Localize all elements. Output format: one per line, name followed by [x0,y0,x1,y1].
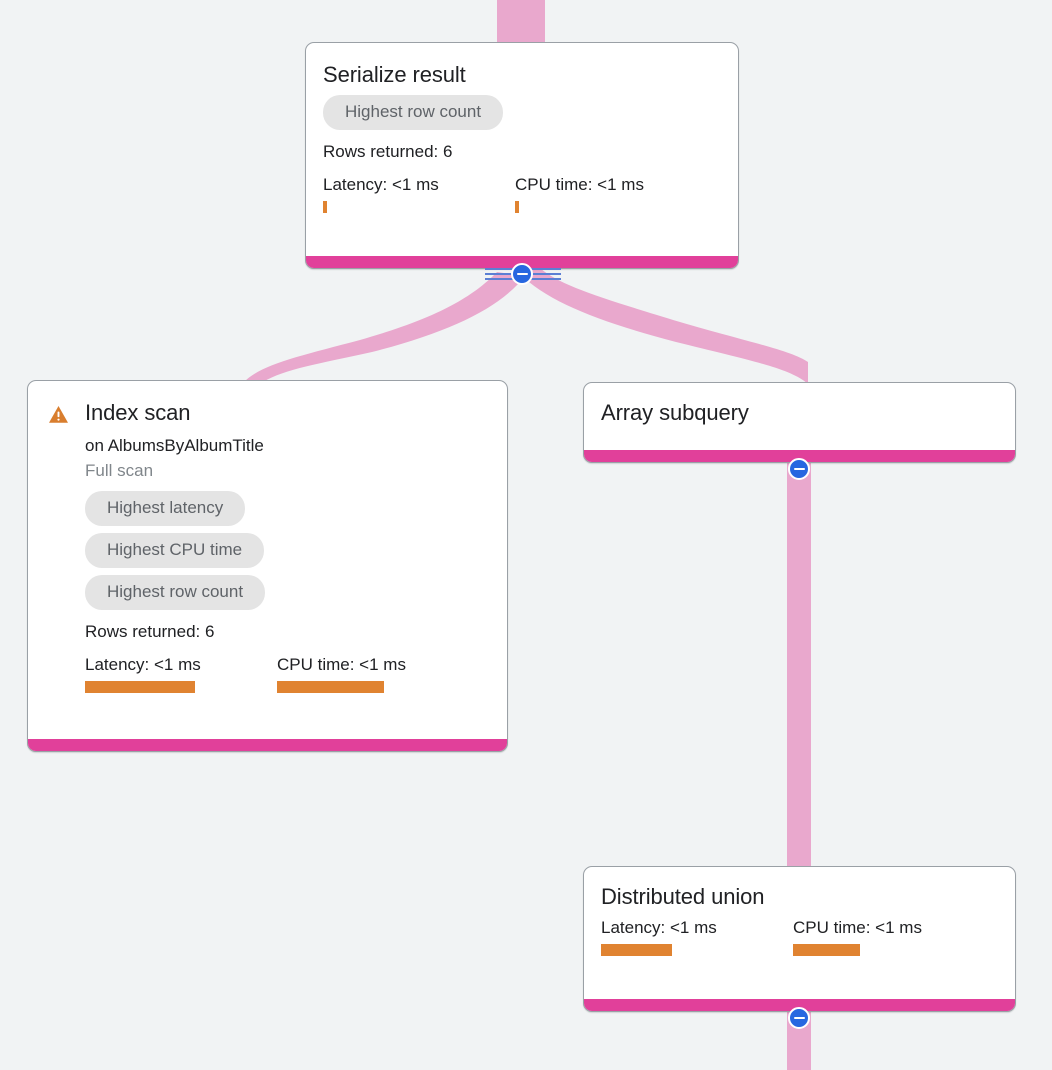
node-accent-footer [28,739,507,751]
collapse-button-serialize-result[interactable] [511,263,533,285]
metric-cpu-time: CPU time: <1 ms [515,174,644,213]
minus-circle-icon [793,1016,805,1020]
node-subtitle: on AlbumsByAlbumTitle [85,436,264,455]
node-body: Array subquery [584,383,1015,427]
node-title-row: Index scan on AlbumsByAlbumTitle Full sc… [48,399,490,693]
metric-latency-bar [323,201,327,213]
insight-chip-list: Highest row count [323,95,721,137]
node-accent-footer [584,999,1015,1011]
metric-cpu-time: CPU time: <1 ms [277,654,406,693]
node-body: Serialize result Highest row count Rows … [306,43,738,223]
insight-chip-highest-row-count[interactable]: Highest row count [85,575,266,610]
metric-cpu-time-label: CPU time: <1 ms [515,175,644,194]
node-subtitle-scan-type: Full scan [85,461,154,480]
node-body: Distributed union Latency: <1 ms CPU tim… [584,867,1015,966]
metric-latency: Latency: <1 ms [85,654,277,693]
node-title-row: Serialize result [323,61,721,89]
metrics-row: Latency: <1 ms CPU time: <1 ms [601,917,998,956]
node-distributed-union[interactable]: Distributed union Latency: <1 ms CPU tim… [583,866,1016,1012]
insight-chip-highest-row-count[interactable]: Highest row count [323,95,504,130]
metric-cpu-time-bar [277,681,384,693]
node-accent-footer [584,450,1015,462]
rows-returned-text: Rows returned: 6 [323,142,453,161]
metric-latency: Latency: <1 ms [601,917,793,956]
metric-cpu-time-bar [793,944,860,956]
metrics-row: Latency: <1 ms CPU time: <1 ms [85,654,406,693]
metric-latency-label: Latency: <1 ms [601,918,717,937]
node-body: Index scan on AlbumsByAlbumTitle Full sc… [28,381,507,703]
metric-cpu-time-label: CPU time: <1 ms [277,655,406,674]
insight-chip-highest-cpu-time[interactable]: Highest CPU time [85,533,265,568]
metric-cpu-time-label: CPU time: <1 ms [793,918,922,937]
node-title: Distributed union [601,884,765,909]
metrics-row: Latency: <1 ms CPU time: <1 ms [323,174,721,213]
minus-circle-icon [516,272,528,276]
node-title: Array subquery [601,400,749,425]
metric-latency-bar [601,944,672,956]
node-serialize-result[interactable]: Serialize result Highest row count Rows … [305,42,739,269]
metric-cpu-time-bar [515,201,519,213]
node-title: Index scan [85,400,191,425]
collapse-button-distributed-union[interactable] [788,1007,810,1029]
metric-latency-label: Latency: <1 ms [323,175,439,194]
insight-chip-highest-latency[interactable]: Highest latency [85,491,246,526]
rows-returned-text: Rows returned: 6 [85,622,215,641]
node-array-subquery[interactable]: Array subquery [583,382,1016,463]
edge-serialize-to-array-subquery [520,268,808,384]
metric-latency-label: Latency: <1 ms [85,655,201,674]
collapse-button-array-subquery[interactable] [788,458,810,480]
node-index-scan[interactable]: Index scan on AlbumsByAlbumTitle Full sc… [27,380,508,752]
minus-circle-icon [793,467,805,471]
multi-edge-marker-right [531,268,561,280]
insight-chip-list: Highest latency Highest CPU time Highest… [85,491,406,617]
metric-cpu-time: CPU time: <1 ms [793,917,922,956]
node-accent-footer [306,256,738,268]
metric-latency: Latency: <1 ms [323,174,515,213]
node-title: Serialize result [323,62,466,87]
edge-incoming-root [497,0,545,44]
metric-latency-bar [85,681,195,693]
edge-array-subquery-to-distributed-union [787,462,811,874]
warning-triangle-icon [49,406,68,423]
